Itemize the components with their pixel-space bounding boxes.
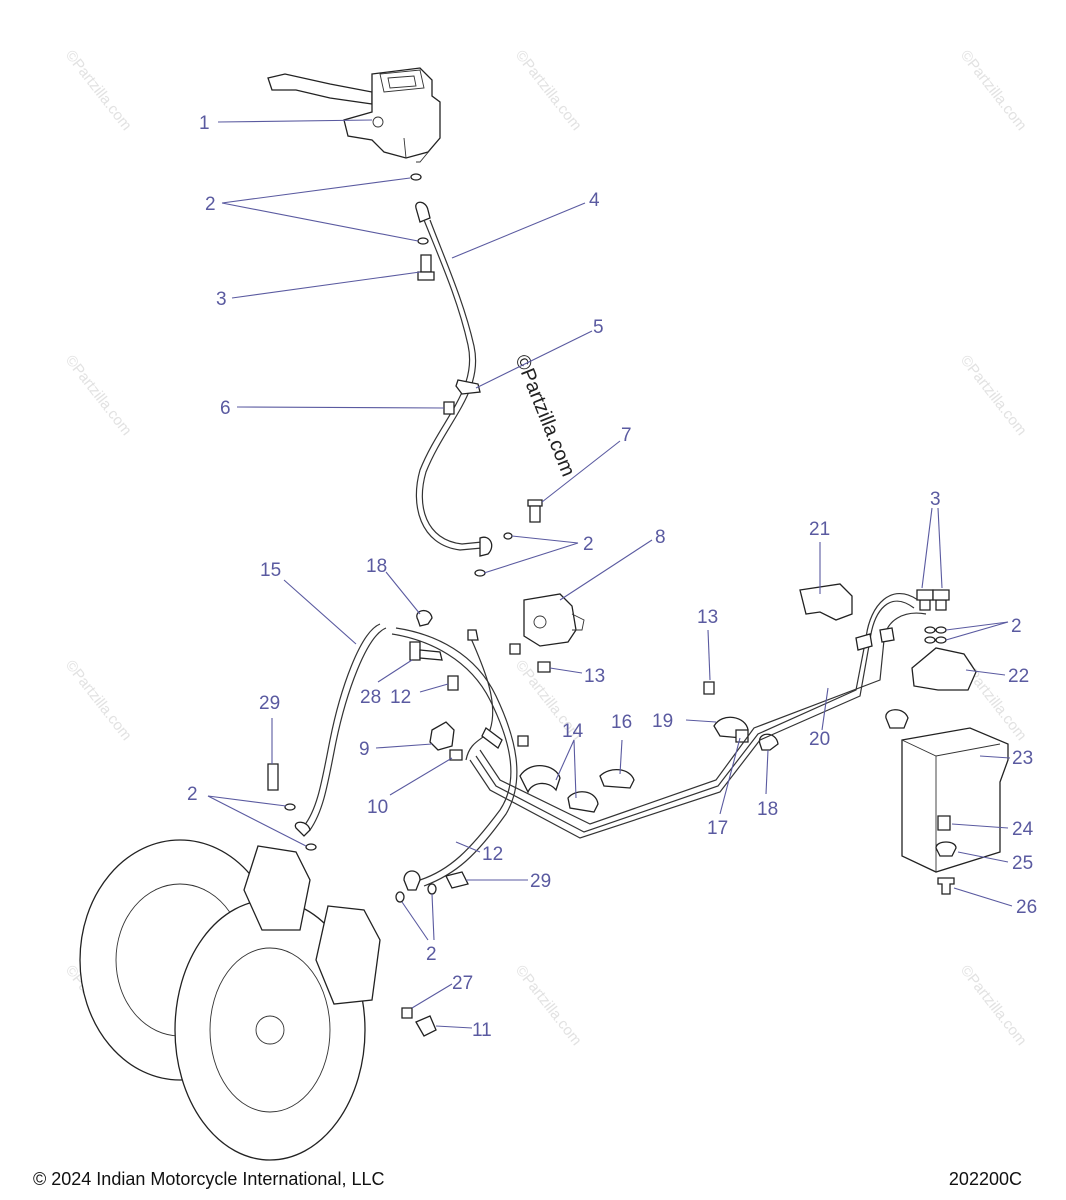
- watermark-tile: ©Partzilla.com: [957, 352, 1030, 439]
- callout-25: 25: [1012, 853, 1033, 874]
- callout-4: 4: [589, 190, 600, 211]
- watermark-tile: ©Partzilla.com: [62, 47, 135, 134]
- callout-12: 12: [482, 844, 503, 865]
- watermark-tile: ©Partzilla.com: [62, 352, 135, 439]
- banjo-bolt-7: [527, 499, 543, 523]
- watermark-tile: ©Partzilla.com: [62, 657, 135, 744]
- callout-13: 13: [697, 607, 718, 628]
- callout-2: 2: [426, 944, 437, 965]
- p-clamp-18a: [416, 610, 433, 627]
- junction-block: [509, 593, 585, 655]
- callout-12: 12: [390, 687, 411, 708]
- leader-lines: [207, 119, 1013, 1029]
- grommet-17: [735, 729, 749, 743]
- bracket-9: [429, 721, 455, 751]
- line-art: [79, 67, 1009, 1161]
- front-brake-hose: [415, 201, 493, 557]
- watermark-tile: ©Partzilla.com: [957, 47, 1030, 134]
- bolt-10: [449, 749, 463, 761]
- callout-2: 2: [1011, 616, 1022, 637]
- callout-8: 8: [655, 527, 666, 548]
- callout-21: 21: [809, 519, 830, 540]
- watermark-tile: ©Partzilla.com: [957, 962, 1030, 1049]
- callout-3: 3: [930, 489, 941, 510]
- callout-24: 24: [1012, 819, 1034, 840]
- callout-9: 9: [359, 739, 370, 760]
- banjo-bolts: [417, 254, 950, 611]
- callout-2: 2: [205, 194, 216, 215]
- clip-11: [415, 1015, 437, 1037]
- callout-16: 16: [611, 712, 632, 733]
- callout-15: 15: [260, 560, 281, 581]
- clamp-14b: [567, 791, 599, 813]
- watermark-center: ©Partzilla.com: [510, 352, 579, 480]
- grommet-12b: [517, 735, 529, 747]
- callout-20: 20: [809, 729, 830, 750]
- bleeder-29a: [267, 763, 279, 791]
- line-bracket-21: [799, 583, 853, 621]
- callout-26: 26: [1016, 897, 1037, 918]
- callout-18: 18: [757, 799, 778, 820]
- callout-27: 27: [452, 973, 473, 994]
- spacer-24: [937, 815, 951, 831]
- callout-1: 1: [199, 113, 210, 134]
- washers: [284, 173, 947, 903]
- central-hose-assembly: [391, 627, 518, 887]
- callout-28: 28: [360, 687, 381, 708]
- left-caliper-hose: [294, 623, 387, 837]
- abs-bracket-22: [911, 647, 977, 691]
- clamp-14a: [519, 765, 561, 794]
- callout-3: 3: [216, 289, 227, 310]
- brake-rotors: [79, 839, 366, 1161]
- callout-2: 2: [187, 784, 198, 805]
- clamp-16: [599, 769, 635, 789]
- callout-6: 6: [220, 398, 231, 419]
- abs-module: [885, 709, 1009, 873]
- fitting-28: [409, 641, 421, 661]
- callout-23: 23: [1012, 748, 1033, 769]
- callout-11: 11: [472, 1020, 492, 1041]
- callout-29: 29: [259, 693, 280, 714]
- clip-screw: [443, 401, 455, 415]
- callouts: 1 2 3 4 5 6 7 2 8 3 2 2 21 15 18 13 13 2…: [187, 113, 1037, 1041]
- diagram-code: 202200C: [948, 1169, 1022, 1189]
- callout-19: 19: [652, 711, 673, 732]
- screw-26: [937, 877, 955, 895]
- callout-10: 10: [367, 797, 388, 818]
- grommet-12a: [447, 675, 459, 691]
- callout-5: 5: [593, 317, 604, 338]
- bolt-27: [401, 1007, 413, 1019]
- callout-14: 14: [562, 721, 584, 742]
- copyright-notice: © 2024 Indian Motorcycle International, …: [33, 1169, 385, 1189]
- callout-7: 7: [621, 425, 632, 446]
- rigid-brake-lines: [469, 593, 927, 839]
- callout-2: 2: [583, 534, 594, 555]
- callout-22: 22: [1008, 666, 1029, 687]
- watermark-tile: ©Partzilla.com: [512, 962, 585, 1049]
- callout-18: 18: [366, 556, 387, 577]
- callout-29: 29: [530, 871, 551, 892]
- hose-end-12c: [403, 870, 421, 891]
- bleeder-29b: [445, 871, 469, 889]
- grommet-25: [935, 841, 957, 857]
- callout-13: 13: [584, 666, 605, 687]
- watermark-tile: ©Partzilla.com: [512, 47, 585, 134]
- brake-calipers: [243, 845, 381, 1005]
- hose-clip: [455, 379, 481, 395]
- callout-17: 17: [707, 818, 728, 839]
- screw-13a: [537, 661, 551, 673]
- screw-13b: [703, 681, 715, 695]
- master-cylinder: [267, 67, 441, 163]
